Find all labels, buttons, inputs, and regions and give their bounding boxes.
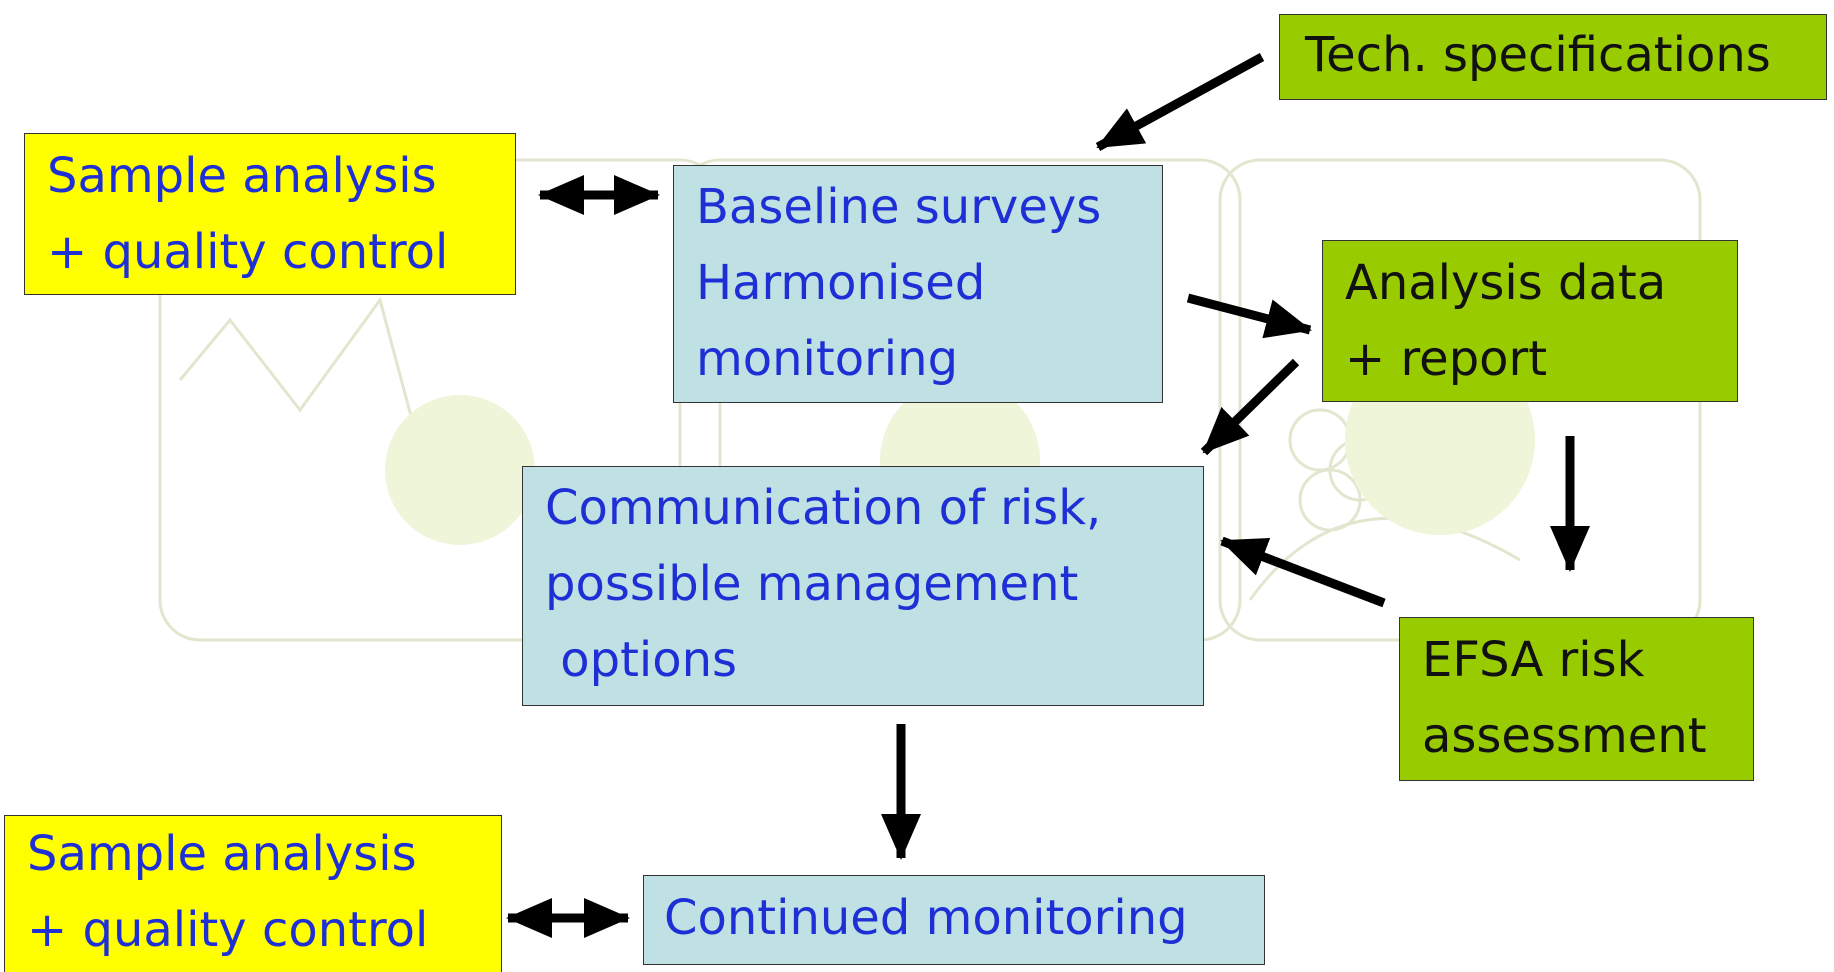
sample-analysis-top-line1: Sample analysis: [47, 148, 437, 204]
baseline-surveys-box: Baseline surveys Harmonised monitoring: [673, 165, 1163, 403]
baseline-line1: Baseline surveys: [696, 179, 1102, 235]
tech-specifications-label: Tech. specifications: [1305, 27, 1771, 83]
arrow-tech-to-baseline: [1095, 53, 1265, 151]
efsa-line2: assessment: [1422, 708, 1707, 764]
arrow-efsa-to-communication: [1220, 536, 1386, 608]
baseline-line3: monitoring: [696, 331, 959, 387]
arrow-analysis-to-communication: [1200, 358, 1300, 456]
communication-line1: Communication of risk,: [545, 480, 1102, 536]
efsa-risk-assessment-box: EFSA risk assessment: [1399, 617, 1754, 781]
continued-monitoring-box: Continued monitoring: [643, 875, 1265, 965]
efsa-line1: EFSA risk: [1422, 632, 1645, 688]
sample-analysis-bottom-box: Sample analysis + quality control: [4, 815, 502, 972]
continued-monitoring-label: Continued monitoring: [664, 890, 1188, 946]
communication-of-risk-box: Communication of risk, possible manageme…: [522, 466, 1204, 706]
communication-line3: options: [545, 632, 738, 688]
sample-analysis-bottom-line2: + quality control: [27, 902, 429, 958]
analysis-data-box: Analysis data + report: [1322, 240, 1738, 402]
analysis-line1: Analysis data: [1345, 255, 1667, 311]
analysis-line2: + report: [1345, 331, 1548, 387]
communication-line2: possible management: [545, 556, 1079, 612]
arrow-baseline-to-analysis: [1186, 293, 1312, 339]
baseline-line2: Harmonised: [696, 255, 986, 311]
sample-analysis-top-line2: + quality control: [47, 224, 449, 280]
sample-analysis-top-box: Sample analysis + quality control: [24, 133, 516, 295]
tech-specifications-box: Tech. specifications: [1279, 14, 1827, 100]
sample-analysis-bottom-line1: Sample analysis: [27, 826, 417, 882]
